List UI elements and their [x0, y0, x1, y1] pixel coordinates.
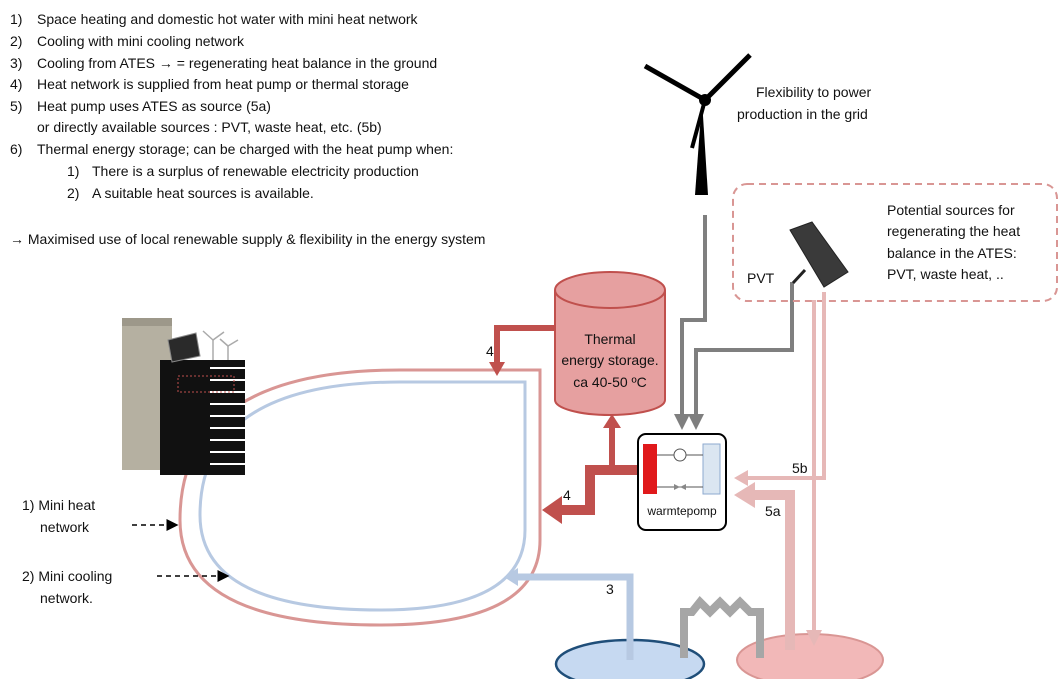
potential-sources-box [732, 183, 1058, 302]
heatpump-to-storage-arrowhead [603, 414, 621, 428]
pvt-to-heatpump-pipe [746, 292, 826, 480]
list-item: Thermal energy storage; can be charged w… [37, 141, 454, 157]
flow-label-3: 3 [606, 581, 614, 597]
storage-to-network-arrowhead [489, 362, 505, 376]
flow-label-5a: 5a [765, 503, 781, 519]
list-item: Heat network is supplied from heat pump … [37, 76, 409, 92]
list-number: 2) [10, 33, 23, 49]
ates-cooling-pipe [510, 573, 634, 660]
list-item: Cooling from ATES → = regenerating heat … [37, 55, 438, 71]
flexibility-label-line2: production in the grid [737, 106, 868, 122]
list-item: or directly available sources : PVT, was… [37, 119, 382, 135]
list-item: Heat pump uses ATES as source (5a) [37, 98, 271, 114]
list-number: 3) [10, 55, 23, 71]
list-number: 1) [67, 163, 80, 179]
heat-pump-unit [637, 433, 727, 531]
heatpump-to-network-arrowhead [542, 496, 562, 524]
ates-to-heatpump-pipe [750, 490, 795, 650]
pvt-power-line [694, 282, 794, 418]
storage-label-line3: ca 40-50 ºC [573, 374, 647, 390]
potential-sources-line2: regenerating the heat [887, 223, 1020, 239]
pvt-panel-icon [789, 221, 849, 288]
cooling-network-label-line1: 2) Mini cooling [22, 568, 112, 584]
heat-network-label-line2: network [40, 519, 90, 535]
flow-label-5b: 5b [792, 460, 808, 476]
flexibility-label-line1: Flexibility to power [756, 84, 871, 100]
heat-network-label-line1: 1) Mini heat [22, 497, 95, 513]
storage-label-line2: energy storage. [561, 352, 658, 368]
list-subitem: There is a surplus of renewable electric… [92, 163, 419, 179]
building-icon [122, 318, 245, 475]
pvt-label: PVT [747, 270, 775, 286]
cooling-network-label-line2: network. [40, 590, 93, 606]
heat-pump-label: warmtepomp [646, 504, 717, 518]
potential-sources-line3: balance in the ATES: [887, 245, 1017, 261]
cooling-network-loop [198, 380, 527, 612]
list-number: 5) [10, 98, 23, 114]
pvt-power-arrowhead [688, 414, 704, 430]
pvt-to-heatpump-arrowhead [734, 470, 748, 486]
flow-label-4-top: 4 [486, 343, 494, 359]
list-number: 4) [10, 76, 23, 92]
list-number: 6) [10, 141, 23, 157]
list-item: Space heating and domestic hot water wit… [37, 11, 418, 27]
thermal-storage-tank [554, 271, 666, 416]
flow-label-4-mid: 4 [563, 487, 571, 503]
pvt-to-ates-arrowhead [806, 630, 822, 646]
ates-connector-pipe [680, 596, 764, 658]
list-item: Cooling with mini cooling network [37, 33, 244, 49]
list-number: 2) [67, 185, 80, 201]
storage-to-network-pipe [494, 325, 555, 370]
summary-text: → Maximised use of local renewable suppl… [10, 231, 486, 247]
ates-cooling-arrowhead [504, 568, 518, 586]
potential-sources-line1: Potential sources for [887, 202, 1015, 218]
list-number: 1) [10, 11, 23, 27]
turbine-power-line [680, 215, 707, 418]
list-subitem: A suitable heat sources is available. [92, 185, 314, 201]
heatpump-to-network-pipe [558, 465, 640, 515]
turbine-power-arrowhead [674, 414, 690, 430]
wind-turbine-icon [643, 53, 752, 195]
storage-label-line1: Thermal [584, 331, 635, 347]
ates-to-heatpump-arrowhead [734, 482, 755, 508]
potential-sources-line4: PVT, waste heat, .. [887, 266, 1004, 282]
